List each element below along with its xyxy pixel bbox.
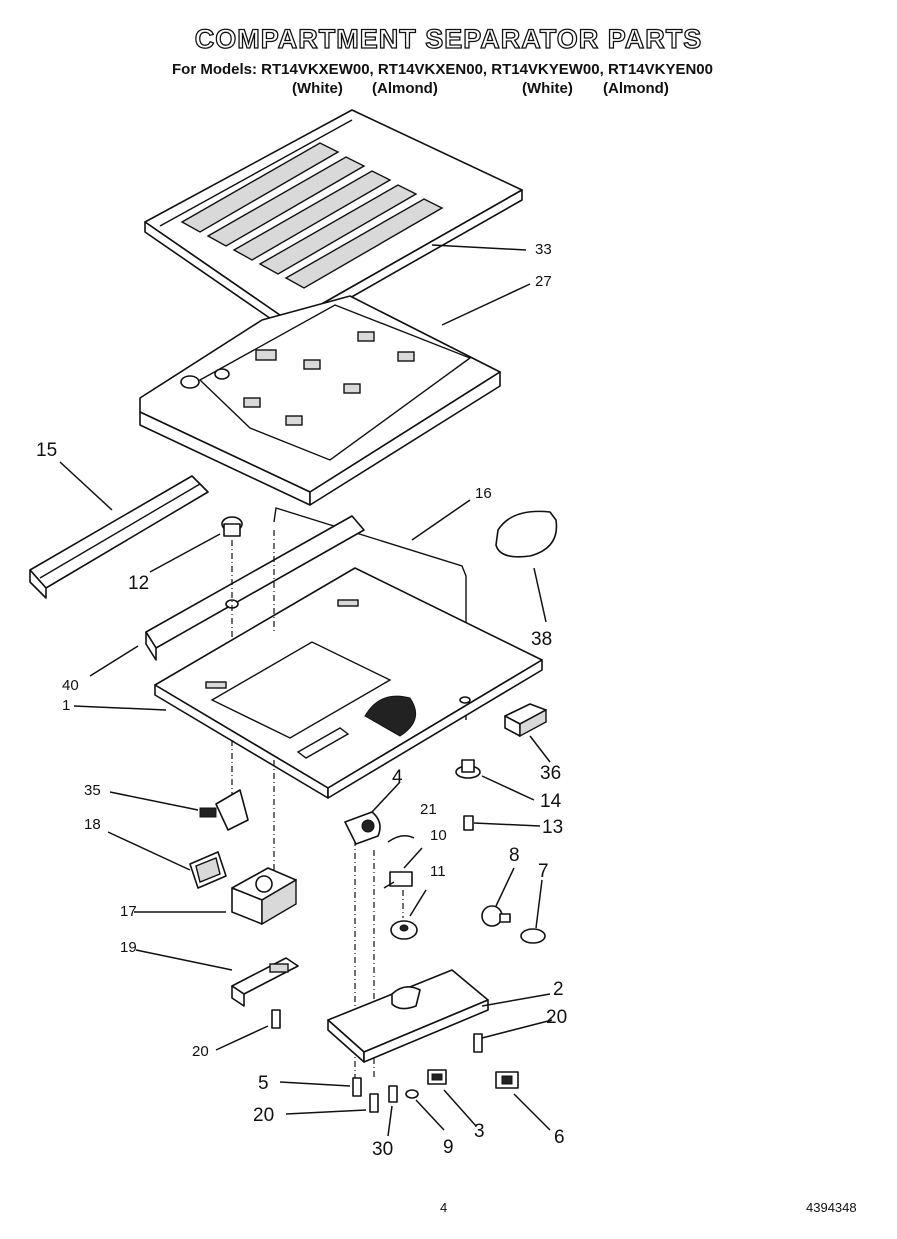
part-9-nut bbox=[405, 1089, 419, 1099]
callout-12: 12 bbox=[128, 573, 150, 594]
callout-14: 14 bbox=[540, 791, 562, 812]
part-12-plug bbox=[221, 516, 243, 537]
callout-20-left: 20 bbox=[192, 1043, 209, 1060]
part-7-socket bbox=[520, 928, 546, 944]
part-38-gasket bbox=[495, 510, 558, 558]
part-30-screw bbox=[388, 1085, 398, 1103]
callout-11: 11 bbox=[430, 863, 446, 880]
callout-20-bottom: 20 bbox=[253, 1105, 275, 1126]
callout-18: 18 bbox=[84, 816, 101, 833]
part-21-spring bbox=[387, 835, 415, 843]
callout-3: 3 bbox=[474, 1121, 485, 1142]
callout-36: 36 bbox=[540, 763, 562, 784]
part-14-knob bbox=[455, 759, 481, 779]
page-title: COMPARTMENT SEPARATOR PARTS bbox=[194, 23, 703, 54]
part-36-bracket bbox=[504, 703, 547, 738]
callout-19: 19 bbox=[120, 939, 137, 956]
part-20-screw-a bbox=[271, 1009, 281, 1029]
part-8-light-bulb bbox=[481, 905, 511, 927]
callout-33: 33 bbox=[535, 241, 552, 258]
part-17-light-housing bbox=[231, 867, 297, 926]
callout-1: 1 bbox=[62, 697, 71, 714]
variant-label-1: (White) bbox=[292, 80, 343, 97]
part-6-switch bbox=[495, 1071, 519, 1089]
callout-9: 9 bbox=[443, 1137, 454, 1158]
part-33-shelf-grille bbox=[144, 109, 523, 333]
part-5-screw bbox=[352, 1077, 362, 1097]
callout-40: 40 bbox=[62, 677, 79, 694]
part-11-knob bbox=[390, 920, 418, 940]
callout-8: 8 bbox=[509, 845, 520, 866]
callout-17: 17 bbox=[120, 903, 137, 920]
callout-5: 5 bbox=[258, 1073, 269, 1094]
part-10-switch bbox=[383, 871, 413, 889]
part-13-screw bbox=[463, 815, 474, 831]
variant-label-4: (Almond) bbox=[603, 80, 669, 97]
part-40-rail bbox=[145, 515, 365, 661]
callout-16: 16 bbox=[475, 485, 492, 502]
models-line: For Models: RT14VKXEW00, RT14VKXEN00, RT… bbox=[172, 61, 713, 78]
part-20-screw-b bbox=[473, 1033, 483, 1053]
part-1-separator-base bbox=[154, 567, 543, 799]
part-20-screw-c bbox=[369, 1093, 379, 1113]
leader-lines bbox=[59, 244, 553, 1137]
variant-label-3: (White) bbox=[522, 80, 573, 97]
callout-38: 38 bbox=[531, 629, 553, 650]
part-2-control-housing bbox=[327, 969, 489, 1063]
variant-label-2: (Almond) bbox=[372, 80, 438, 97]
callout-2: 2 bbox=[553, 979, 564, 1000]
part-4-housing bbox=[344, 811, 381, 845]
callout-30: 30 bbox=[372, 1139, 394, 1160]
callout-4: 4 bbox=[392, 767, 403, 788]
callout-21: 21 bbox=[420, 801, 437, 818]
page-number: 4 bbox=[440, 1200, 448, 1215]
callout-27: 27 bbox=[535, 273, 552, 290]
part-35-clip bbox=[199, 789, 249, 831]
part-18-lens bbox=[189, 851, 227, 889]
callout-6: 6 bbox=[554, 1127, 565, 1148]
callout-7: 7 bbox=[538, 861, 549, 882]
callout-20-right: 20 bbox=[546, 1007, 568, 1028]
callout-15: 15 bbox=[36, 440, 58, 461]
part-19-switch-bracket bbox=[231, 957, 299, 1007]
part-27-separator-top bbox=[139, 295, 501, 506]
part-15-trim-strip bbox=[29, 475, 209, 599]
document-number: 4394348 bbox=[806, 1200, 857, 1215]
callout-10: 10 bbox=[430, 827, 447, 844]
callout-35: 35 bbox=[84, 782, 101, 799]
callout-13: 13 bbox=[542, 817, 564, 838]
part-3-switch bbox=[427, 1069, 447, 1085]
